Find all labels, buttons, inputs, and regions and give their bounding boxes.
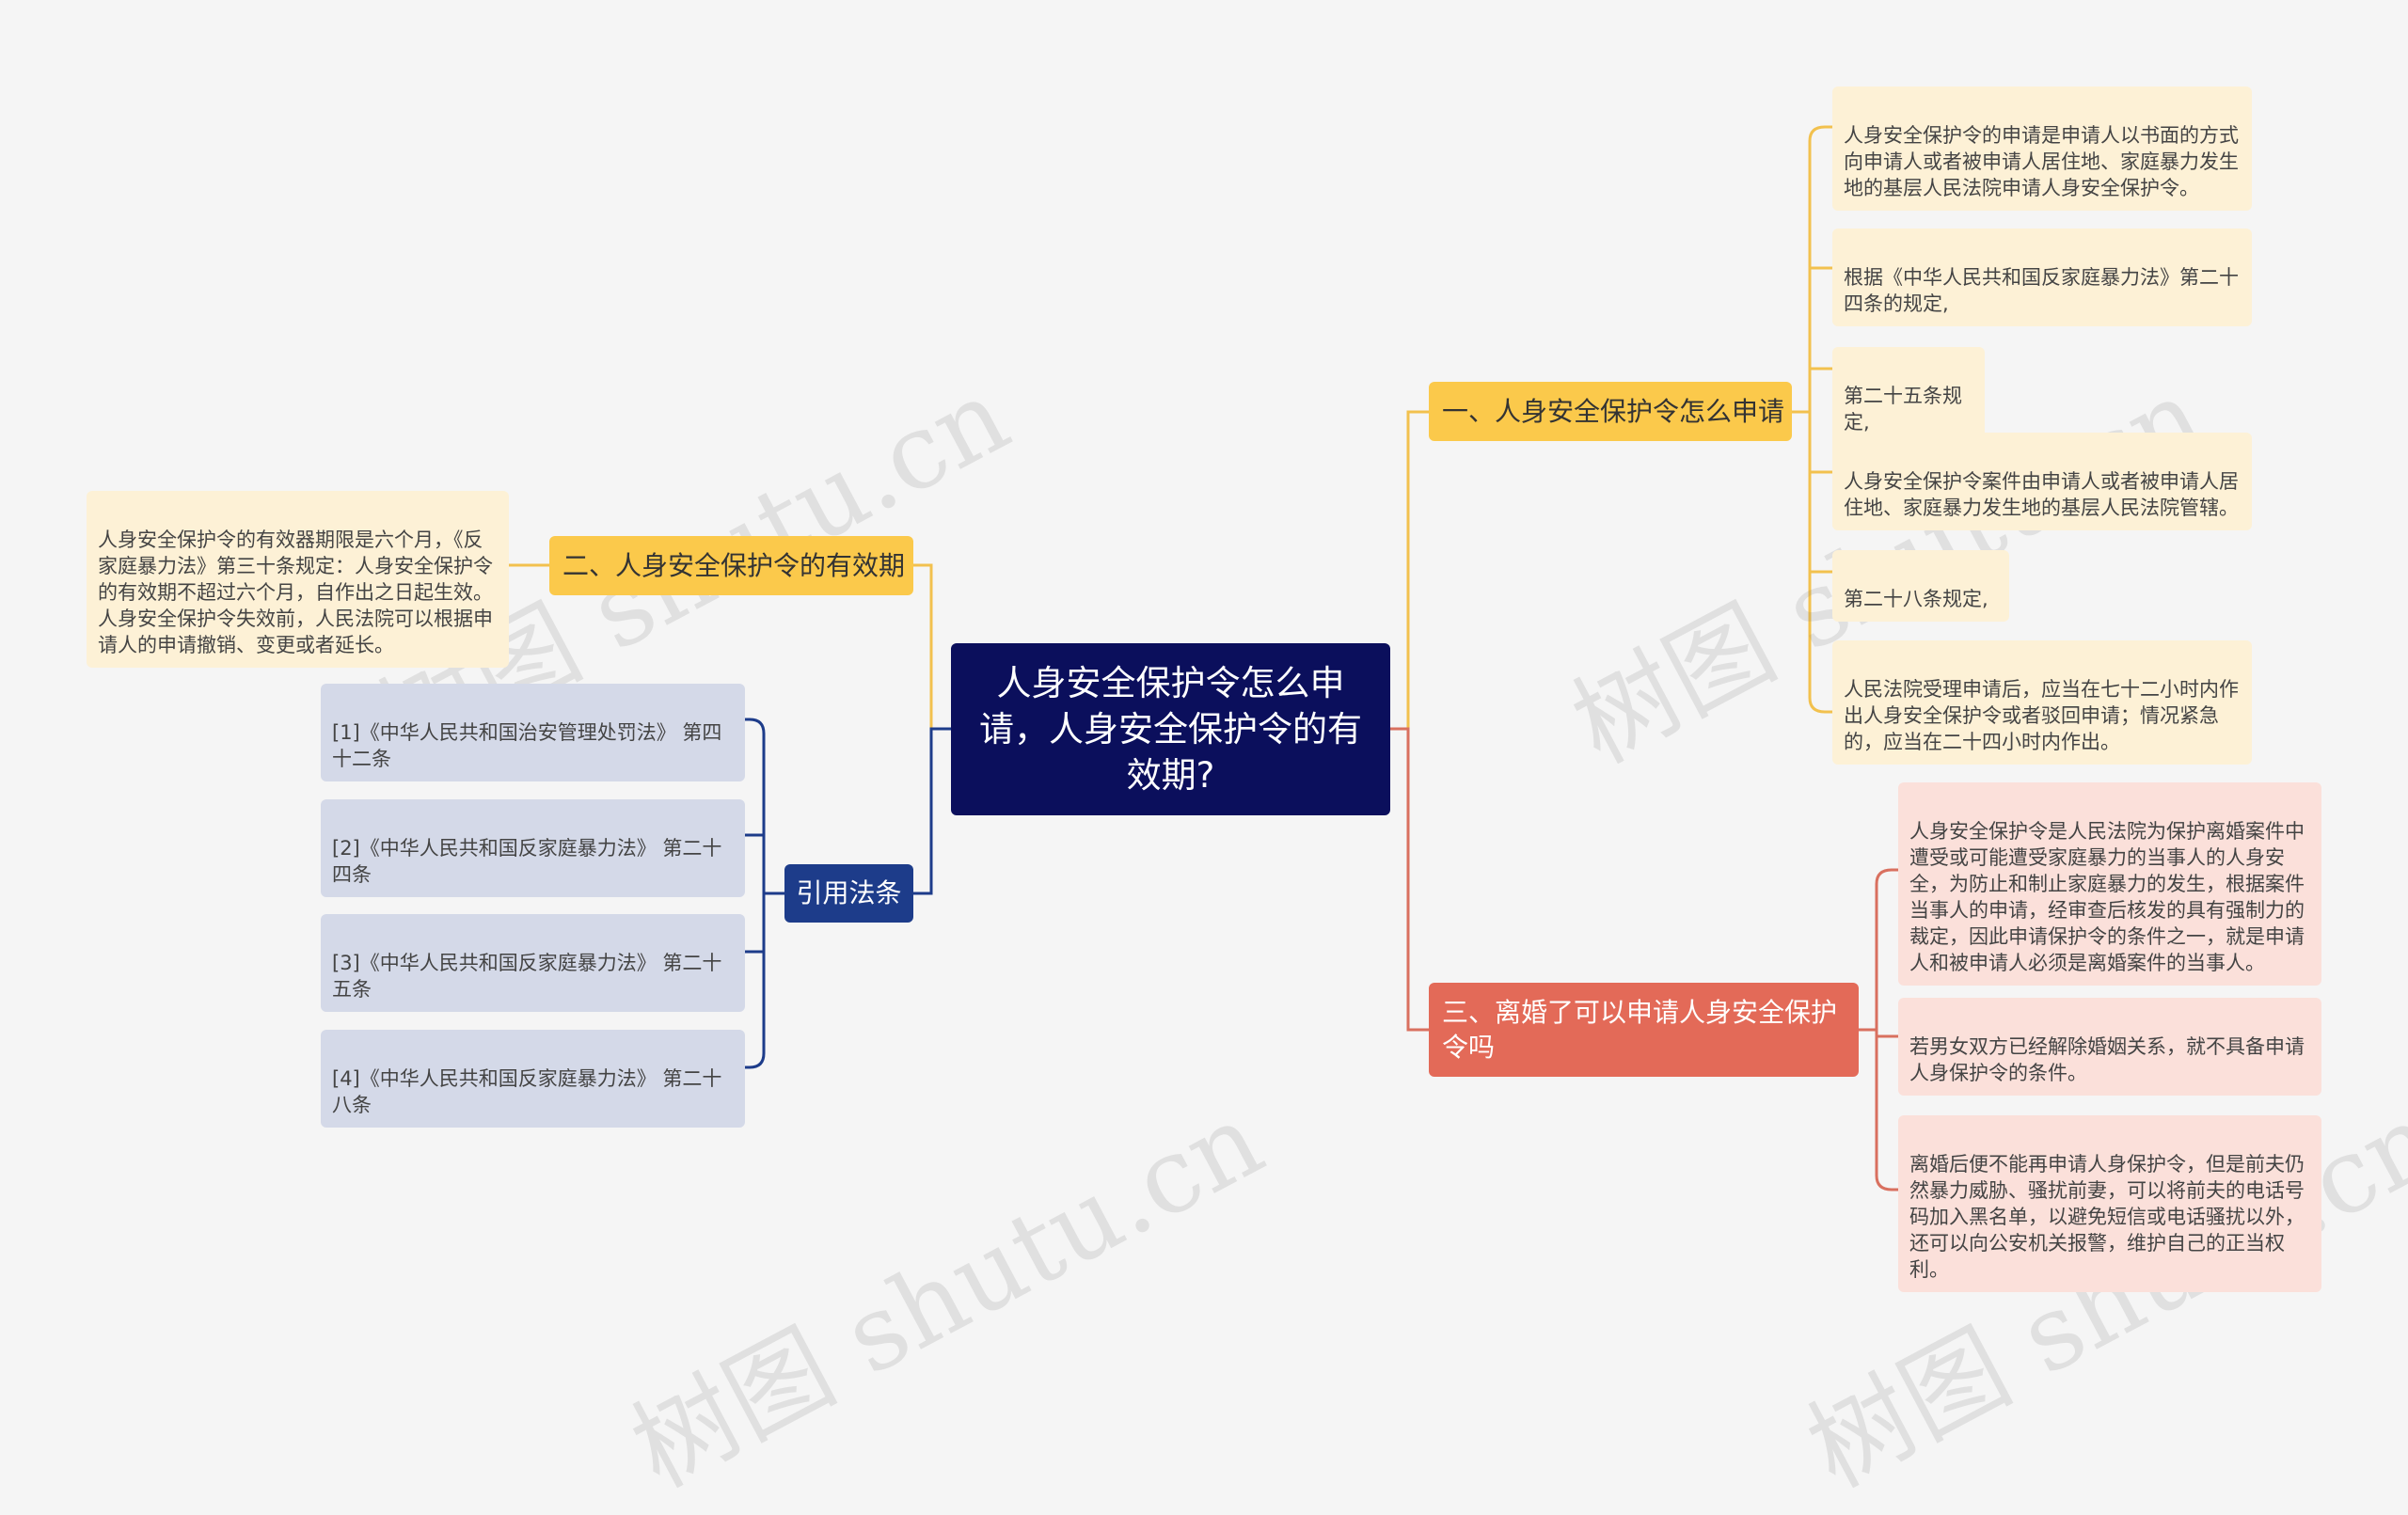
mind-map-canvas: 树图 shutu.cn 树图 shutu.cn 树图 shutu.cn 树图 s… (87, 87, 2408, 1510)
law-leaf-3[interactable]: [3]《中华人民共和国反家庭暴力法》 第二十五条 (321, 914, 745, 1012)
apply-leaf-2[interactable]: 根据《中华人民共和国反家庭暴力法》第二十四条的规定, (1832, 229, 2252, 326)
root-topic-label: 人身安全保护令怎么申请，人身安全保护令的有效期? (979, 663, 1362, 796)
apply-leaf-4[interactable]: 人身安全保护令案件由申请人或者被申请人居住地、家庭暴力发生地的基层人民法院管辖。 (1832, 433, 2252, 530)
branch-divorce[interactable]: 三、离婚了可以申请人身安全保护令吗 (1429, 983, 1859, 1077)
divorce-leaf-3[interactable]: 离婚后便不能再申请人身保护令，但是前夫仍然暴力威胁、骚扰前妻，可以将前夫的电话号… (1898, 1115, 2321, 1292)
link-root-divorce (1390, 727, 1429, 1032)
divorce-leaf-1[interactable]: 人身安全保护令是人民法院为保护离婚案件中遭受或可能遭受家庭暴力的当事人的人身安全… (1898, 782, 2321, 986)
apply-leaf-5[interactable]: 第二十八条规定, (1832, 550, 2009, 622)
branch-laws-label: 引用法条 (796, 877, 902, 908)
link-root-apply (1390, 410, 1429, 731)
branch-divorce-label: 三、离婚了可以申请人身安全保护令吗 (1442, 997, 1838, 1063)
apply-leaf-1[interactable]: 人身安全保护令的申请是申请人以书面的方式向申请人或者被申请人居住地、家庭暴力发生… (1832, 87, 2252, 211)
link-root-laws (913, 727, 951, 895)
validity-leaf-1[interactable]: 人身安全保护令的有效器期限是六个月，《反家庭暴力法》第三十条规定：人身安全保护令… (87, 491, 509, 668)
branch-laws[interactable]: 引用法条 (784, 864, 913, 923)
connector-lines (509, 125, 1898, 1191)
branch-validity-label: 二、人身安全保护令的有效期 (562, 550, 906, 581)
law-leaf-4[interactable]: [4]《中华人民共和国反家庭暴力法》 第二十八条 (321, 1030, 745, 1128)
branch-apply-label: 一、人身安全保护令怎么申请 (1442, 396, 1785, 427)
link-apply-leaves (1792, 141, 1812, 698)
root-topic[interactable]: 人身安全保护令怎么申请，人身安全保护令的有效期? (951, 643, 1390, 815)
apply-leaf-3[interactable]: 第二十五条规定, (1832, 347, 1985, 445)
law-leaf-1[interactable]: [1]《中华人民共和国治安管理处罚法》 第四十二条 (321, 684, 745, 781)
law-leaf-2[interactable]: [2]《中华人民共和国反家庭暴力法》 第二十四条 (321, 799, 745, 897)
divorce-leaf-2[interactable]: 若男女双方已经解除婚姻关系，就不具备申请人身保护令的条件。 (1898, 998, 2321, 1096)
apply-leaf-6[interactable]: 人民法院受理申请后，应当在七十二小时内作出人身安全保护令或者驳回申请；情况紧急的… (1832, 640, 2252, 765)
branch-validity[interactable]: 二、人身安全保护令的有效期 (549, 536, 913, 595)
link-root-validity (913, 563, 951, 731)
branch-apply[interactable]: 一、人身安全保护令怎么申请 (1429, 382, 1792, 441)
